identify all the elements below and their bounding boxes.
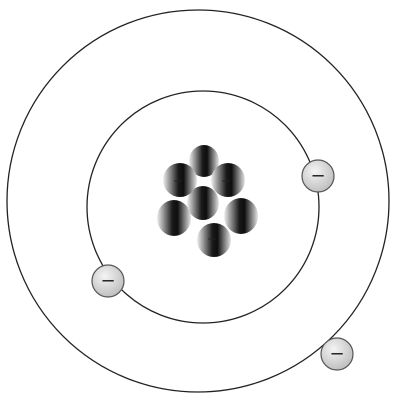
proton-plus-sign: + <box>207 232 217 246</box>
neutron <box>157 200 191 236</box>
electron-minus-sign: − <box>100 271 115 292</box>
electron-minus-sign: − <box>329 344 344 365</box>
neutron <box>224 198 258 234</box>
electron: − <box>92 265 124 297</box>
proton: + <box>197 223 231 257</box>
nucleus: + + + <box>157 145 258 257</box>
proton: + <box>163 163 197 197</box>
proton-plus-sign: + <box>221 174 231 188</box>
electron-minus-sign: − <box>310 166 325 187</box>
proton: + <box>211 163 245 197</box>
proton-plus-sign: + <box>173 174 183 188</box>
electron: − <box>321 338 353 370</box>
electron: − <box>302 160 334 192</box>
